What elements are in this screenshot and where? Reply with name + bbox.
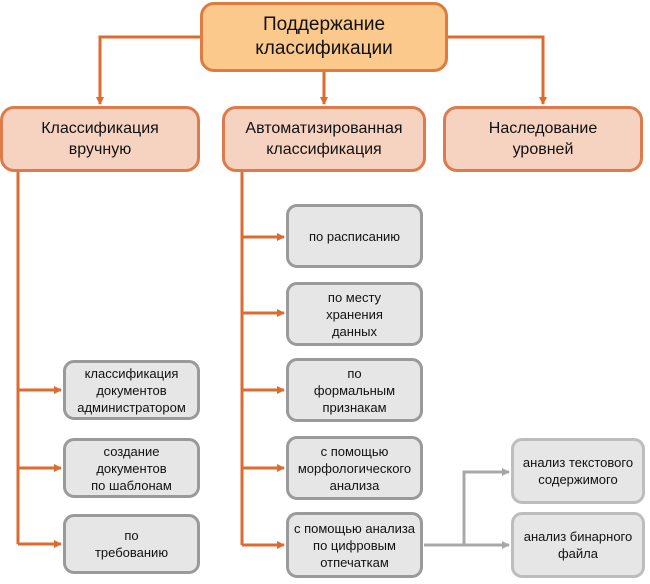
leaf-auto-morphology: с помощью морфологического анализа xyxy=(286,436,423,500)
connector-root-inheritance xyxy=(448,35,547,105)
leaf-manual-admin: классификация документов администратором xyxy=(63,360,200,420)
category-manual: Классификация вручную xyxy=(0,106,200,172)
leaf-fp-binary: анализ бинарного файла xyxy=(511,512,645,578)
leaf-auto-formal: по формальным признакам xyxy=(286,358,423,422)
leaf-auto-schedule: по расписанию xyxy=(286,204,423,268)
leaf-auto-storage: по месту хранения данных xyxy=(286,282,423,346)
root-node: Поддержание классификации xyxy=(200,2,448,72)
category-automated: Автоматизированная классификация xyxy=(222,106,426,172)
leaf-fp-text: анализ текстового содержимого xyxy=(511,438,645,504)
leaf-manual-templates: создание документов по шаблонам xyxy=(63,438,200,498)
leaf-auto-fingerprint: с помощью анализа по цифровым отпечаткам xyxy=(286,512,423,578)
connector-fp-text xyxy=(462,468,510,545)
leaf-manual-on-demand: по требованию xyxy=(63,514,200,574)
category-inheritance: Наследование уровней xyxy=(443,106,643,172)
connector-root-manual xyxy=(96,35,200,105)
